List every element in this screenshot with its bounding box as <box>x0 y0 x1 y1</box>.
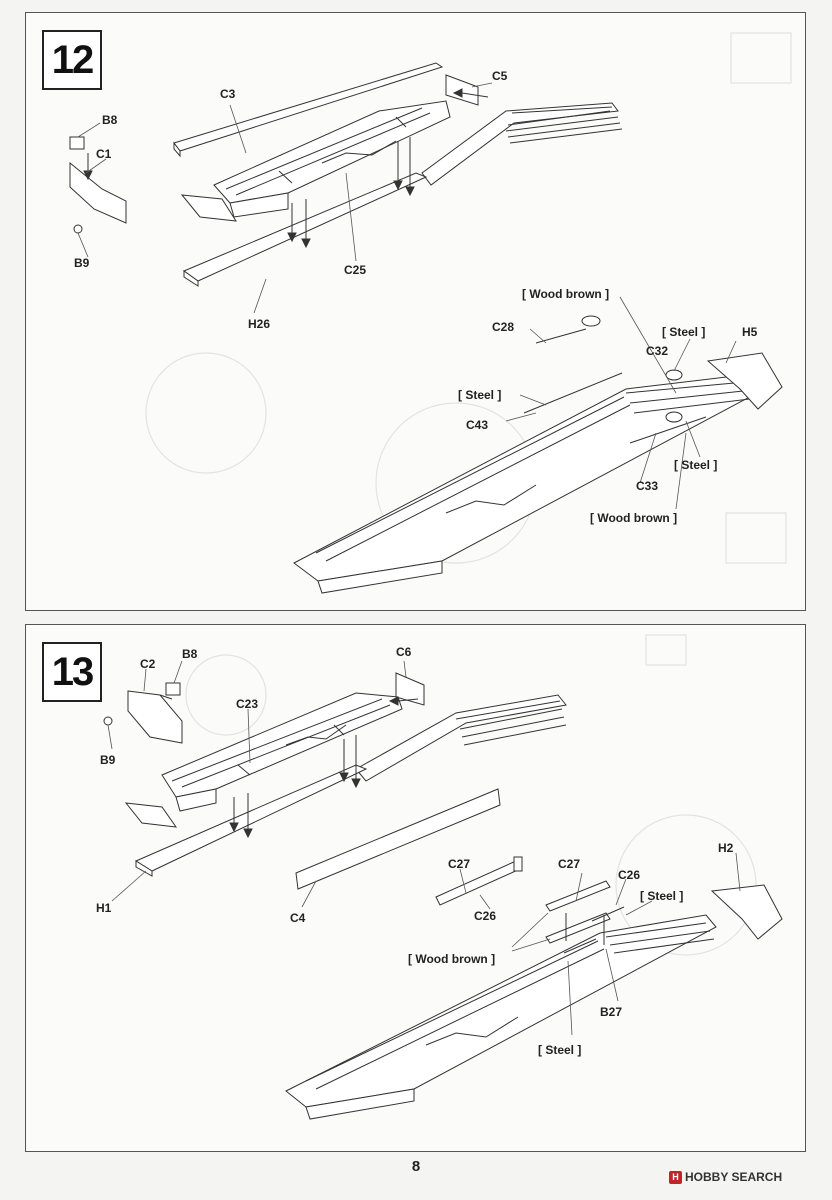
label-wood-brown: [ Wood brown ] <box>408 952 496 966</box>
label-h2: H2 <box>718 841 734 855</box>
part-c27-a <box>513 856 523 872</box>
label-h26: H26 <box>248 317 271 331</box>
label-b8: B8 <box>102 113 118 127</box>
step-13-assembled-wagon <box>285 914 717 1108</box>
label-wood-brown-1: [ Wood brown ] <box>522 287 610 301</box>
part-c1 <box>69 161 127 224</box>
part-b27 <box>563 938 597 954</box>
label-c32: C32 <box>646 344 669 358</box>
label-c26-b: C26 <box>618 868 641 882</box>
step-number-13: 13 <box>42 642 102 702</box>
part-h2 <box>710 884 783 940</box>
part-c25-deck <box>213 100 451 204</box>
label-steel-1: [ Steel ] <box>640 889 684 903</box>
label-c3: C3 <box>220 87 236 101</box>
hobby-search-logo-icon: H <box>669 1170 682 1184</box>
part-c43 <box>523 372 623 414</box>
label-b8: B8 <box>182 647 198 661</box>
ghost-marks <box>145 32 792 564</box>
step-12-drawing <box>69 32 792 594</box>
part-b8 <box>165 682 181 696</box>
label-c27-a: C27 <box>448 857 471 871</box>
ghost-marks <box>185 634 757 956</box>
step-13-panel: 13 <box>25 624 806 1152</box>
step-12-panel: 12 <box>25 12 806 611</box>
part-c27-b <box>545 880 611 912</box>
label-c28: C28 <box>492 320 515 334</box>
part-c33 <box>629 416 707 444</box>
part-b8 <box>69 136 85 150</box>
step-12-assembled-wagon <box>293 372 773 582</box>
watermark-text: HOBBY SEARCH <box>685 1170 783 1184</box>
label-c43: C43 <box>466 418 489 432</box>
label-c26-a: C26 <box>474 909 497 923</box>
label-h5: H5 <box>742 325 758 339</box>
label-c25: C25 <box>344 263 367 277</box>
part-c28 <box>535 328 587 344</box>
label-steel-2: [ Steel ] <box>538 1043 582 1057</box>
label-b27: B27 <box>600 1005 623 1019</box>
label-b9: B9 <box>74 256 90 270</box>
label-c5: C5 <box>492 69 508 83</box>
hobby-search-watermark: H HOBBY SEARCH <box>669 1170 782 1184</box>
part-b9 <box>73 224 83 234</box>
part-c4-rail <box>295 788 501 890</box>
label-steel-3: [ Steel ] <box>674 458 718 472</box>
part-c2 <box>127 690 183 744</box>
step-13-drawing <box>103 634 783 1120</box>
part-b9 <box>103 716 113 726</box>
label-steel-1: [ Steel ] <box>662 325 706 339</box>
label-c2: C2 <box>140 657 156 671</box>
label-c23: C23 <box>236 697 259 711</box>
label-steel-2: [ Steel ] <box>458 388 502 402</box>
page-number: 8 <box>411 1158 421 1175</box>
part-c32 <box>665 369 683 381</box>
part-h5 <box>706 352 783 410</box>
label-wood-brown-2: [ Wood brown ] <box>590 511 678 525</box>
step-number-12: 12 <box>42 30 102 90</box>
part-c6 <box>395 672 425 706</box>
label-b9: B9 <box>100 753 116 767</box>
label-c6: C6 <box>396 645 412 659</box>
label-h1: H1 <box>96 901 112 915</box>
label-c1: C1 <box>96 147 112 161</box>
label-c4: C4 <box>290 911 306 925</box>
label-c33: C33 <box>636 479 659 493</box>
label-c27-b: C27 <box>558 857 581 871</box>
